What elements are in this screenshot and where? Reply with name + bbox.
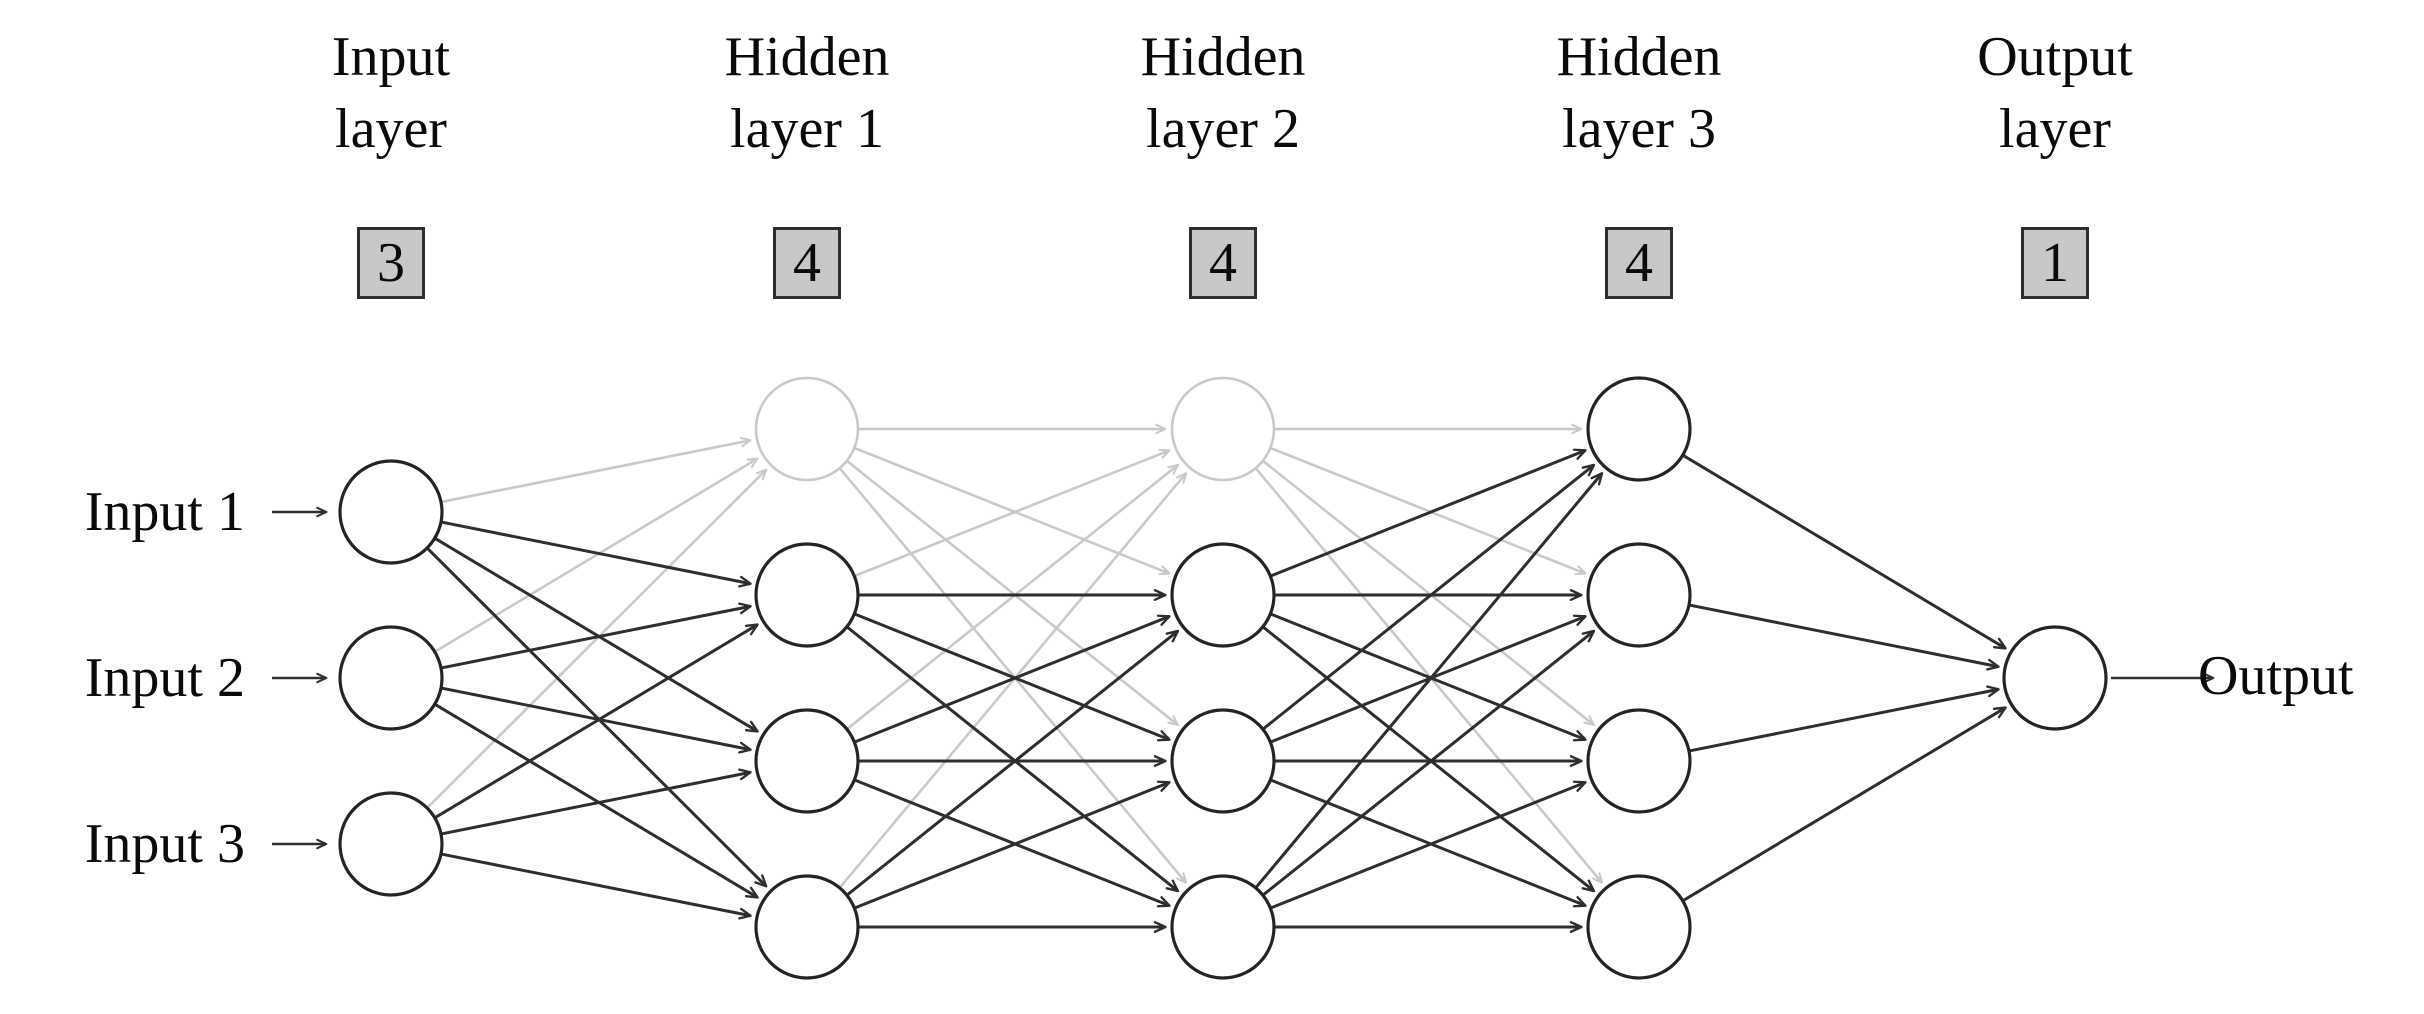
- header-line: Output: [1977, 26, 2133, 88]
- header-line: layer 3: [1562, 98, 1716, 160]
- edge-l3n3-l4n0: [1682, 706, 2007, 902]
- edge-l2n0-l3n2: [1262, 460, 1595, 727]
- header-line: layer: [1999, 98, 2111, 160]
- header-line: Hidden: [1556, 26, 1722, 88]
- edge-l0n2-l1n2: [441, 768, 752, 836]
- edge-l3n0-l4n0: [1682, 454, 2007, 650]
- node-layer2-3: [1170, 874, 1276, 980]
- edge-l1n2-l2n1: [854, 614, 1171, 744]
- header-input-layer: Input layer: [231, 21, 551, 165]
- header-hidden-layer-1: Hidden layer 1: [647, 21, 967, 165]
- edge-l2n1-l3n3: [1262, 626, 1596, 893]
- edge-l0n0-l1n2: [434, 537, 759, 733]
- header-line: layer 1: [730, 98, 884, 160]
- node-layer2-0-dropped: [1170, 376, 1276, 482]
- edge-l2n1-l3n2: [1270, 612, 1587, 742]
- header-hidden-layer-2: Hidden layer 2: [1063, 21, 1383, 165]
- node-layer3-2: [1586, 708, 1692, 814]
- node-layer2-1: [1170, 542, 1276, 648]
- edge-l1n2-l2n3: [854, 778, 1171, 908]
- edge-l0n2-l1n0: [426, 468, 768, 809]
- node-layer1-3: [754, 874, 860, 980]
- input-3-label: Input 3: [84, 813, 245, 875]
- output-label: Output: [2198, 645, 2354, 707]
- edge-l0n1-l1n3: [434, 703, 759, 899]
- node-layer1-0-dropped: [754, 376, 860, 482]
- edge-l1n2-l2n0: [846, 463, 1179, 730]
- header-line: Hidden: [1140, 26, 1306, 88]
- header-line: layer: [335, 98, 447, 160]
- edge-l2n0-l3n1: [1270, 447, 1587, 576]
- node-layer1-2: [754, 708, 860, 814]
- node-layer3-0: [1586, 376, 1692, 482]
- node-layer0-2: [338, 791, 444, 897]
- node-layer0-1: [338, 625, 444, 731]
- header-hidden-layer-3: Hidden layer 3: [1479, 21, 1799, 165]
- count-badge-hidden-layer-1: 4: [773, 227, 841, 299]
- edge-l2n3-l3n2: [1270, 780, 1587, 910]
- edge-l1n3-l2n2: [854, 780, 1171, 910]
- edge-l2n3-l3n1: [1262, 629, 1596, 896]
- edge-l1n0-l2n1: [854, 447, 1171, 576]
- node-layer3-1: [1586, 542, 1692, 648]
- edge-l0n2-l1n3: [441, 852, 752, 920]
- input-1-label: Input 1: [84, 481, 245, 543]
- header-output-layer: Output layer: [1895, 21, 2215, 165]
- edge-l0n1-l1n1: [441, 602, 752, 670]
- edge-l0n0-l1n3: [426, 547, 768, 888]
- edge-l1n3-l2n1: [846, 629, 1180, 896]
- edge-l3n1-l4n0: [1689, 603, 2000, 671]
- edge-l2n3-l3n0: [1255, 472, 1604, 889]
- edge-l0n0-l1n1: [441, 520, 752, 588]
- header-line: Hidden: [724, 26, 890, 88]
- node-layer3-3: [1586, 874, 1692, 980]
- input-2-label: Input 2: [84, 647, 245, 709]
- edge-l1n0-l2n2: [846, 460, 1179, 727]
- node-layer4-0: [2002, 625, 2108, 731]
- header-line: layer 2: [1146, 98, 1300, 160]
- header-line: Input: [331, 26, 451, 88]
- edge-l0n1-l1n2: [441, 686, 752, 754]
- count-badge-output-layer: 1: [2021, 227, 2089, 299]
- node-layer0-0: [338, 459, 444, 565]
- count-badge-hidden-layer-2: 4: [1189, 227, 1257, 299]
- count-badge-input-layer: 3: [357, 227, 425, 299]
- edge-l1n1-l2n0: [854, 448, 1171, 577]
- edge-l1n1-l2n2: [854, 612, 1171, 742]
- edge-l0n2-l1n1: [434, 623, 759, 819]
- edge-l0n1-l1n0: [434, 457, 759, 653]
- node-layer1-1: [754, 542, 860, 648]
- node-layer2-2: [1170, 708, 1276, 814]
- count-badge-hidden-layer-3: 4: [1605, 227, 1673, 299]
- edge-l1n1-l2n3: [846, 626, 1180, 893]
- edge-l2n1-l3n0: [1270, 448, 1587, 578]
- edge-l2n2-l3n0: [1262, 463, 1596, 730]
- edge-l2n2-l3n3: [1270, 778, 1587, 908]
- edge-l0n0-l1n0: [441, 436, 752, 504]
- edge-l3n2-l4n0: [1689, 685, 2000, 753]
